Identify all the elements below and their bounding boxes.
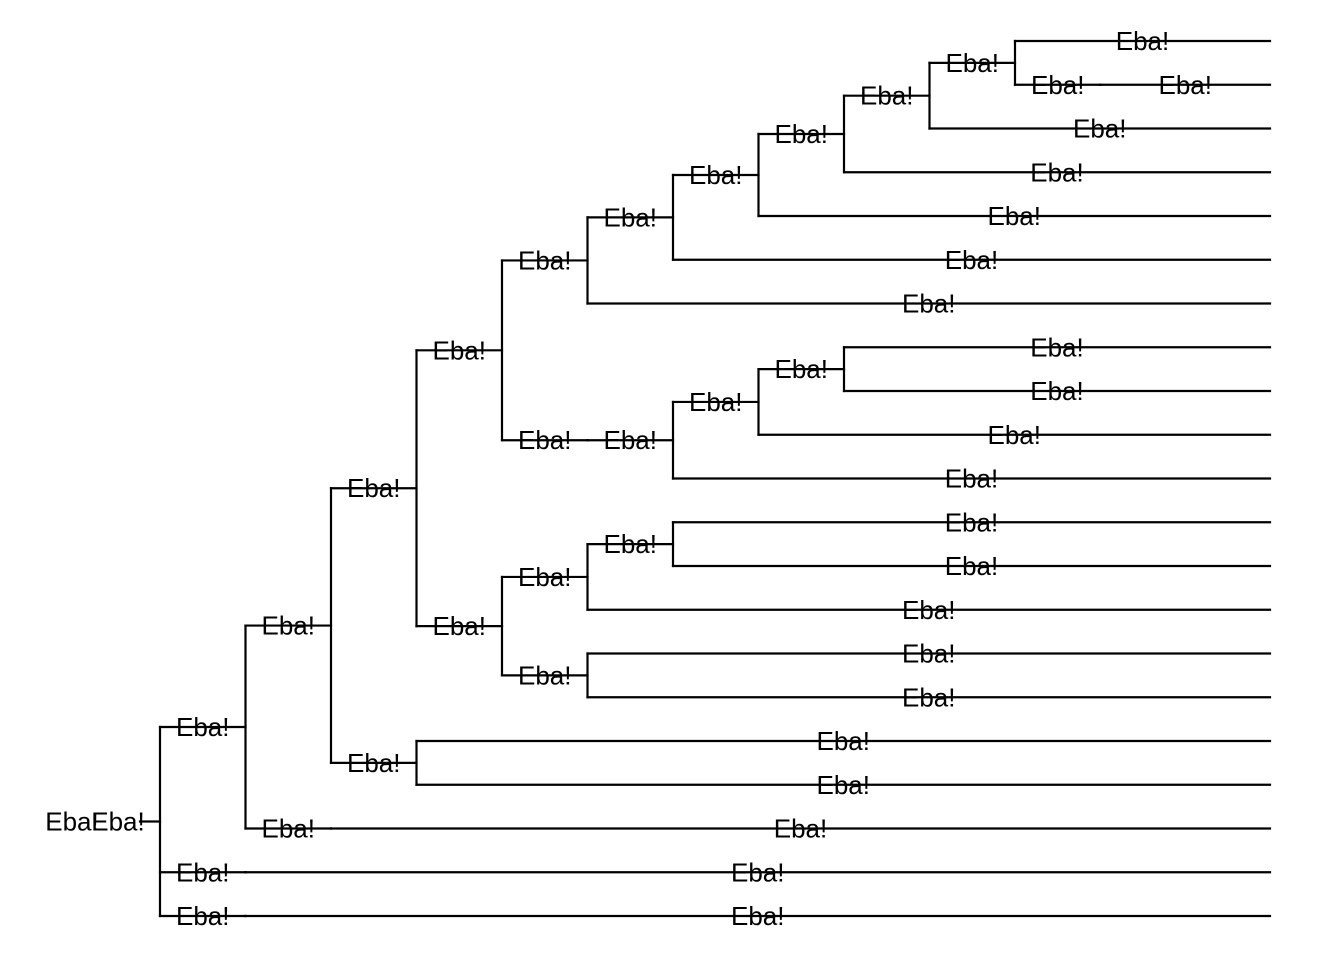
tip-label: Eba! (1116, 26, 1170, 56)
node-label: Eba! (262, 611, 316, 641)
tip-label: Eba! (1159, 70, 1213, 100)
tip-label: Eba! (1073, 114, 1127, 144)
node-label: Eba! (433, 335, 487, 365)
tip-label: Eba! (988, 420, 1042, 450)
node-label: Eba! (518, 245, 572, 275)
node-label: Eba! (689, 387, 743, 417)
tip-label: Eba! (945, 464, 999, 494)
node-label: Eba! (433, 611, 487, 641)
node-label: Eba! (347, 748, 401, 778)
tip-label: Eba! (774, 814, 828, 844)
node-label: Eba! (262, 814, 316, 844)
node-label: Eba! (604, 425, 658, 455)
node-label: Eba! (1031, 70, 1085, 100)
tip-label: Eba! (902, 595, 956, 625)
node-label: Eba! (176, 901, 230, 931)
tip-label: Eba! (945, 507, 999, 537)
node-label: Eba! (518, 660, 572, 690)
node-label: Eba! (604, 529, 658, 559)
tip-label: Eba! (1030, 157, 1084, 187)
node-label: Eba! (176, 857, 230, 887)
node-label: Eba! (689, 160, 743, 190)
node-label: Eba! (946, 48, 1000, 78)
node-label: Eba! (347, 473, 401, 503)
root-stub-label: Eba! (91, 807, 145, 837)
node-label: Eba! (860, 81, 914, 111)
tip-label: Eba! (902, 289, 956, 319)
node-label: Eba! (775, 354, 829, 384)
tip-label: Eba! (902, 682, 956, 712)
tip-label: Eba! (731, 857, 785, 887)
node-label: Eba! (775, 119, 829, 149)
node-label: Eba! (176, 712, 230, 742)
tree-labels: Eba! Eba! Eba! Eba! Eba! Eba! Eba! Eba! Eba! Eba!… (45, 26, 1212, 931)
node-label: Eba! (518, 425, 572, 455)
node-label: Eba! (518, 562, 572, 592)
tip-label: Eba! (945, 551, 999, 581)
tip-label: Eba! (817, 770, 871, 800)
root-label: Eba! (45, 807, 99, 837)
tip-label: Eba! (1030, 332, 1084, 362)
tip-label: Eba! (1030, 376, 1084, 406)
tree-edges (138, 39, 1272, 918)
tip-label: Eba! (731, 901, 785, 931)
tip-label: Eba! (817, 726, 871, 756)
tip-label: Eba! (902, 639, 956, 669)
tip-label: Eba! (945, 245, 999, 275)
node-label: Eba! (604, 202, 658, 232)
tip-label: Eba! (988, 201, 1042, 231)
